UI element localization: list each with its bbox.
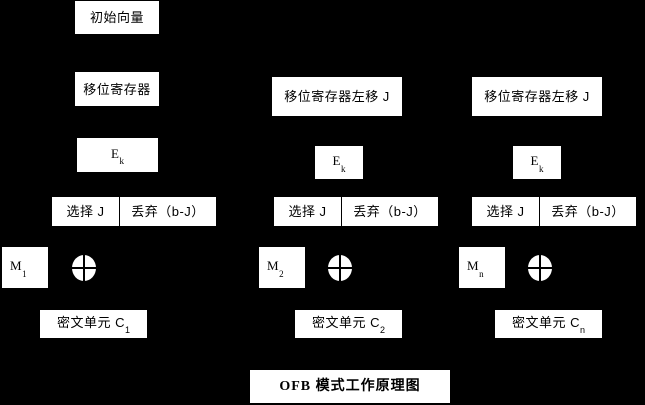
discard-label-3: 丢弃（b-J） [551,204,625,219]
shift-register-label-2: 移位寄存器左移 J [284,89,390,104]
plaintext-label-1: M1 [10,258,27,279]
ciphertext-label-3: 密文单元 Cn [511,314,586,336]
xor-icon-2 [328,255,352,281]
encrypt-box-3: Ek [513,146,561,179]
select-box-2: 选择 J [274,197,341,226]
encrypt-subscript-1: k [119,156,124,167]
plaintext-label-3: Mn [467,258,484,279]
discard-box-1: 丢弃（b-J） [120,197,216,226]
encrypt-label-3: Ek [530,153,544,174]
discard-label-1: 丢弃（b-J） [131,204,205,219]
discard-label-2: 丢弃（b-J） [353,204,427,219]
select-label-1: 选择 J [66,204,105,219]
ciphertext-label-1: 密文单元 C1 [56,314,131,336]
plaintext-label-2: M2 [267,258,284,279]
ciphertext-subscript-3: n [580,325,586,336]
shift-register-label-3: 移位寄存器左移 J [484,89,590,104]
shift-register-box-1: 移位寄存器 [75,72,159,106]
xor-icon-3 [528,255,552,281]
initial-vector-label: 初始向量 [89,10,144,25]
encrypt-subscript-2: k [340,163,346,174]
select-label-2: 选择 J [288,204,327,219]
ciphertext-label-2: 密文单元 C2 [311,314,386,336]
encrypt-label-2: Ek [332,153,346,174]
select-box-3: 选择 J [472,197,539,226]
select-label-3: 选择 J [486,204,525,219]
ciphertext-box-2: 密文单元 C2 [295,310,402,338]
ciphertext-box-1: 密文单元 C1 [40,310,147,338]
plaintext-box-3: Mn [459,247,505,288]
plaintext-subscript-1: 1 [22,268,27,279]
ciphertext-box-3: 密文单元 Cn [495,310,602,338]
ciphertext-subscript-2: 2 [380,325,386,336]
xor-icon-1 [72,255,96,281]
ciphertext-subscript-1: 1 [125,325,131,336]
shift-register-label-1: 移位寄存器 [83,81,151,97]
shift-register-box-2: 移位寄存器左移 J [272,77,402,116]
encrypt-box-2: Ek [315,146,363,179]
shift-register-box-3: 移位寄存器左移 J [472,77,602,116]
select-box-1: 选择 J [52,197,119,226]
plaintext-box-2: M2 [259,247,305,288]
diagram-title-box: OFB 模式工作原理图 [250,370,450,403]
plaintext-subscript-3: n [479,268,484,279]
encrypt-subscript-3: k [538,163,544,174]
plaintext-subscript-2: 2 [279,268,284,279]
plaintext-box-1: M1 [2,247,48,288]
encrypt-box-1: Ek [77,138,158,172]
discard-box-2: 丢弃（b-J） [342,197,438,226]
diagram-title: OFB 模式工作原理图 [279,378,421,394]
initial-vector-box: 初始向量 [75,1,159,34]
discard-box-3: 丢弃（b-J） [540,197,636,226]
encrypt-label-1: Ek [111,145,124,167]
